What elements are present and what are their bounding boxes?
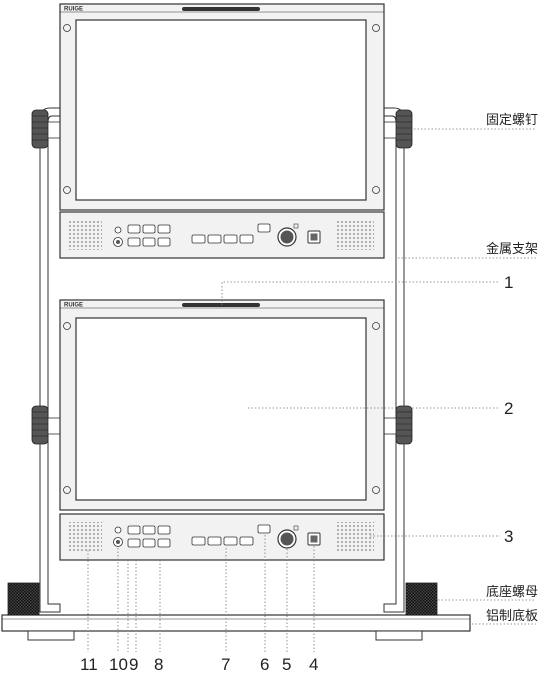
leader-lines	[87, 128, 536, 652]
callout-9: 9	[129, 655, 138, 674]
metal-bracket-left	[39, 107, 61, 613]
input-button[interactable]	[207, 234, 222, 244]
fixing-screw-left-lower	[31, 405, 61, 445]
screw-hole-icon	[63, 322, 71, 330]
metal-bracket-right	[383, 107, 405, 613]
speaker-grille-right	[336, 220, 374, 250]
callout-3: 3	[504, 527, 513, 546]
fixing-screw-right-lower	[383, 405, 413, 445]
upper-monitor: RUIGE	[59, 3, 385, 211]
label-metal-bracket: 金属支架	[486, 241, 538, 257]
function-button[interactable]	[127, 224, 141, 234]
function-button[interactable]	[142, 525, 156, 535]
screw-hole-icon	[372, 24, 380, 32]
function-button[interactable]	[142, 224, 156, 234]
label-base-nut: 底座螺母	[486, 584, 538, 600]
lower-screen	[75, 317, 367, 501]
function-button[interactable]	[157, 224, 171, 234]
base-nut-left	[7, 582, 40, 616]
speaker-grille-right	[336, 522, 374, 552]
callout-7: 7	[221, 655, 230, 674]
screw-hole-icon	[372, 486, 380, 494]
input-button[interactable]	[191, 536, 206, 546]
screw-hole-icon	[63, 186, 71, 194]
base-nut-right	[405, 582, 438, 616]
screw-hole-icon	[63, 24, 71, 32]
speaker-grille-left	[68, 522, 102, 552]
indicator-led-icon	[114, 226, 122, 234]
input-button[interactable]	[191, 234, 206, 244]
function-button[interactable]	[127, 525, 141, 535]
callout-11: 11	[80, 655, 98, 674]
lower-monitor: RUIGE	[59, 299, 385, 511]
screw-hole-icon	[372, 322, 380, 330]
callout-10: 10	[109, 655, 128, 674]
aluminum-base-plate	[1, 614, 471, 641]
function-button[interactable]	[157, 237, 171, 247]
brand-logo-upper: RUIGE	[64, 7, 83, 13]
fixing-screw-right-upper	[383, 109, 413, 149]
input-button[interactable]	[223, 234, 238, 244]
indicator-led-icon	[114, 526, 122, 534]
function-button[interactable]	[142, 237, 156, 247]
screw-hole-icon	[63, 486, 71, 494]
label-aluminum-base: 铝制底板	[486, 608, 538, 624]
callout-1: 1	[504, 273, 513, 292]
input-button[interactable]	[239, 536, 254, 546]
knob-marker-icon	[293, 223, 299, 229]
upper-screen	[75, 19, 367, 201]
function-button[interactable]	[127, 538, 141, 548]
exit-button[interactable]	[257, 223, 271, 233]
function-button[interactable]	[157, 538, 171, 548]
input-button[interactable]	[207, 536, 222, 546]
brand-logo-lower: RUIGE	[64, 303, 83, 309]
knob-marker-icon	[293, 525, 299, 531]
upper-control-panel	[59, 211, 385, 259]
function-button[interactable]	[157, 525, 171, 535]
input-button[interactable]	[223, 536, 238, 546]
lower-control-panel	[59, 513, 385, 561]
function-button[interactable]	[142, 538, 156, 548]
speaker-grille-left	[68, 220, 102, 250]
label-fixing-screw: 固定螺钉	[486, 113, 538, 128]
exit-button[interactable]	[257, 524, 271, 534]
function-button[interactable]	[127, 237, 141, 247]
callout-5: 5	[282, 655, 291, 674]
callout-4: 4	[309, 655, 318, 674]
callout-6: 6	[260, 655, 269, 674]
callout-2: 2	[504, 399, 513, 418]
callout-8: 8	[154, 655, 163, 674]
input-button[interactable]	[239, 234, 254, 244]
screw-hole-icon	[372, 186, 380, 194]
